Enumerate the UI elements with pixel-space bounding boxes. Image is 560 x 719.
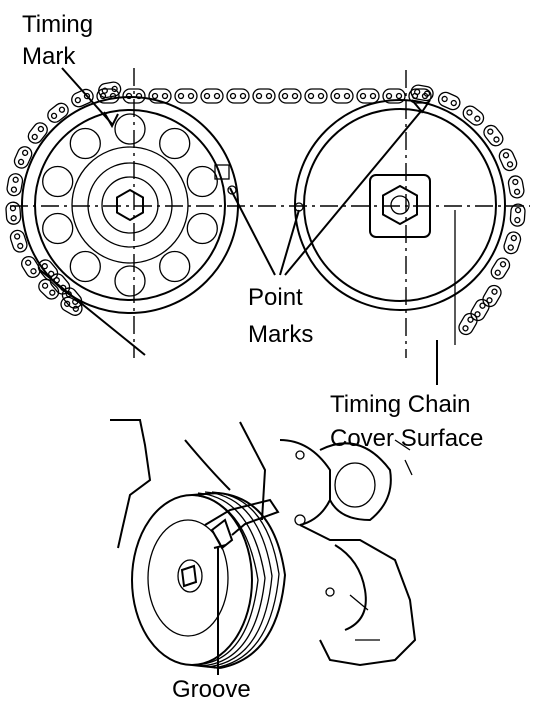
chain-link bbox=[174, 88, 198, 104]
chain-link bbox=[458, 312, 478, 336]
block-boss-hole bbox=[334, 462, 376, 508]
pulley-groove-3 bbox=[204, 491, 273, 668]
sprocket-hole bbox=[159, 250, 191, 283]
timing-chain-assembly bbox=[5, 67, 530, 358]
chain-link bbox=[483, 124, 504, 147]
chain-link bbox=[38, 278, 60, 300]
point-marks-leader-3 bbox=[284, 109, 423, 276]
block-hash bbox=[394, 439, 413, 476]
chain-link bbox=[410, 84, 434, 102]
chain-link bbox=[437, 91, 461, 111]
chain-link bbox=[5, 201, 22, 225]
timing-mark-label-line2: Mark bbox=[22, 43, 76, 70]
block-outline-left bbox=[110, 419, 152, 549]
pulley-hub bbox=[177, 559, 203, 593]
point-mark-center bbox=[294, 202, 304, 212]
chain-link bbox=[304, 88, 328, 104]
sprocket-holes bbox=[42, 113, 218, 297]
block-rib-1 bbox=[239, 421, 267, 521]
block-outline-right bbox=[299, 524, 417, 667]
block-bolt-2 bbox=[294, 514, 306, 526]
chain-link bbox=[27, 122, 48, 144]
pulley-groove-4 bbox=[211, 491, 280, 669]
chain-link bbox=[252, 88, 276, 104]
chain-link bbox=[330, 88, 354, 104]
sprocket-hole bbox=[114, 265, 146, 297]
chain-link bbox=[37, 259, 59, 281]
pulley-groove-2 bbox=[197, 492, 266, 667]
chain-link bbox=[503, 231, 522, 255]
sprocket-hole bbox=[186, 212, 218, 245]
chain-link bbox=[509, 203, 526, 227]
hex-bolt-icon bbox=[382, 184, 418, 226]
chain-link bbox=[482, 284, 502, 308]
block-bolt-3 bbox=[295, 450, 305, 460]
chain-link bbox=[226, 88, 250, 104]
timing-mark-notch-right bbox=[411, 99, 431, 114]
sprocket-hole bbox=[69, 250, 101, 283]
sprocket-hole bbox=[159, 127, 191, 160]
timing-pointer-tab bbox=[210, 518, 234, 550]
hex-bolt-icon bbox=[116, 188, 144, 222]
chain-link bbox=[13, 146, 33, 169]
sprocket-hole bbox=[42, 212, 74, 245]
point-marks-leader-2 bbox=[279, 209, 300, 276]
chain-link bbox=[462, 105, 485, 126]
chain-link bbox=[470, 298, 490, 322]
block-bolt bbox=[325, 587, 335, 597]
chain-link bbox=[507, 175, 525, 199]
timing-pointer bbox=[204, 498, 280, 536]
timing-mark-leader bbox=[61, 67, 113, 125]
block-detail-2 bbox=[349, 594, 380, 641]
pulley-inner-ring bbox=[147, 519, 229, 637]
block-detail-1 bbox=[334, 544, 367, 631]
chain-link bbox=[278, 88, 302, 104]
point-mark-box bbox=[214, 164, 230, 180]
point-marks-label-line2: Marks bbox=[248, 321, 313, 348]
point-marks-leader-1 bbox=[229, 187, 276, 276]
chain-link bbox=[356, 88, 380, 104]
crankshaft-pulley-assembly bbox=[110, 419, 417, 669]
block-boss-1 bbox=[279, 439, 331, 526]
left-sprocket bbox=[21, 96, 239, 314]
block-rib-2 bbox=[184, 439, 231, 491]
chain-link bbox=[47, 102, 69, 123]
chain-link bbox=[6, 173, 24, 197]
chain-link bbox=[490, 257, 511, 280]
pulley-rim-lines bbox=[191, 492, 221, 669]
chain-link bbox=[21, 255, 41, 279]
chain-link bbox=[382, 88, 406, 104]
chain-link bbox=[9, 229, 28, 253]
chain-cover-label-line1: Timing Chain bbox=[330, 391, 471, 418]
chain-link bbox=[200, 88, 224, 104]
right-sprocket bbox=[294, 99, 506, 311]
sprocket-hole bbox=[69, 127, 101, 160]
sprocket-hole bbox=[42, 165, 74, 198]
chain-link bbox=[498, 148, 518, 172]
chain-link bbox=[148, 88, 172, 104]
sprocket-hole bbox=[114, 113, 146, 145]
pulley-back-edge bbox=[217, 492, 287, 669]
groove-mark bbox=[213, 544, 227, 549]
chain-cover-edge bbox=[39, 269, 146, 356]
block-boss-2 bbox=[319, 442, 392, 522]
chain-link bbox=[98, 81, 122, 99]
timing-chain bbox=[5, 81, 526, 336]
timing-mark-label-line1: Timing bbox=[22, 11, 93, 38]
sprocket-hole bbox=[186, 165, 218, 198]
pulley-bolt-icon bbox=[180, 564, 198, 588]
groove-label: Groove bbox=[172, 676, 251, 703]
pulley-groove-1 bbox=[191, 494, 259, 666]
point-marks-label-line1: Point bbox=[248, 284, 303, 311]
